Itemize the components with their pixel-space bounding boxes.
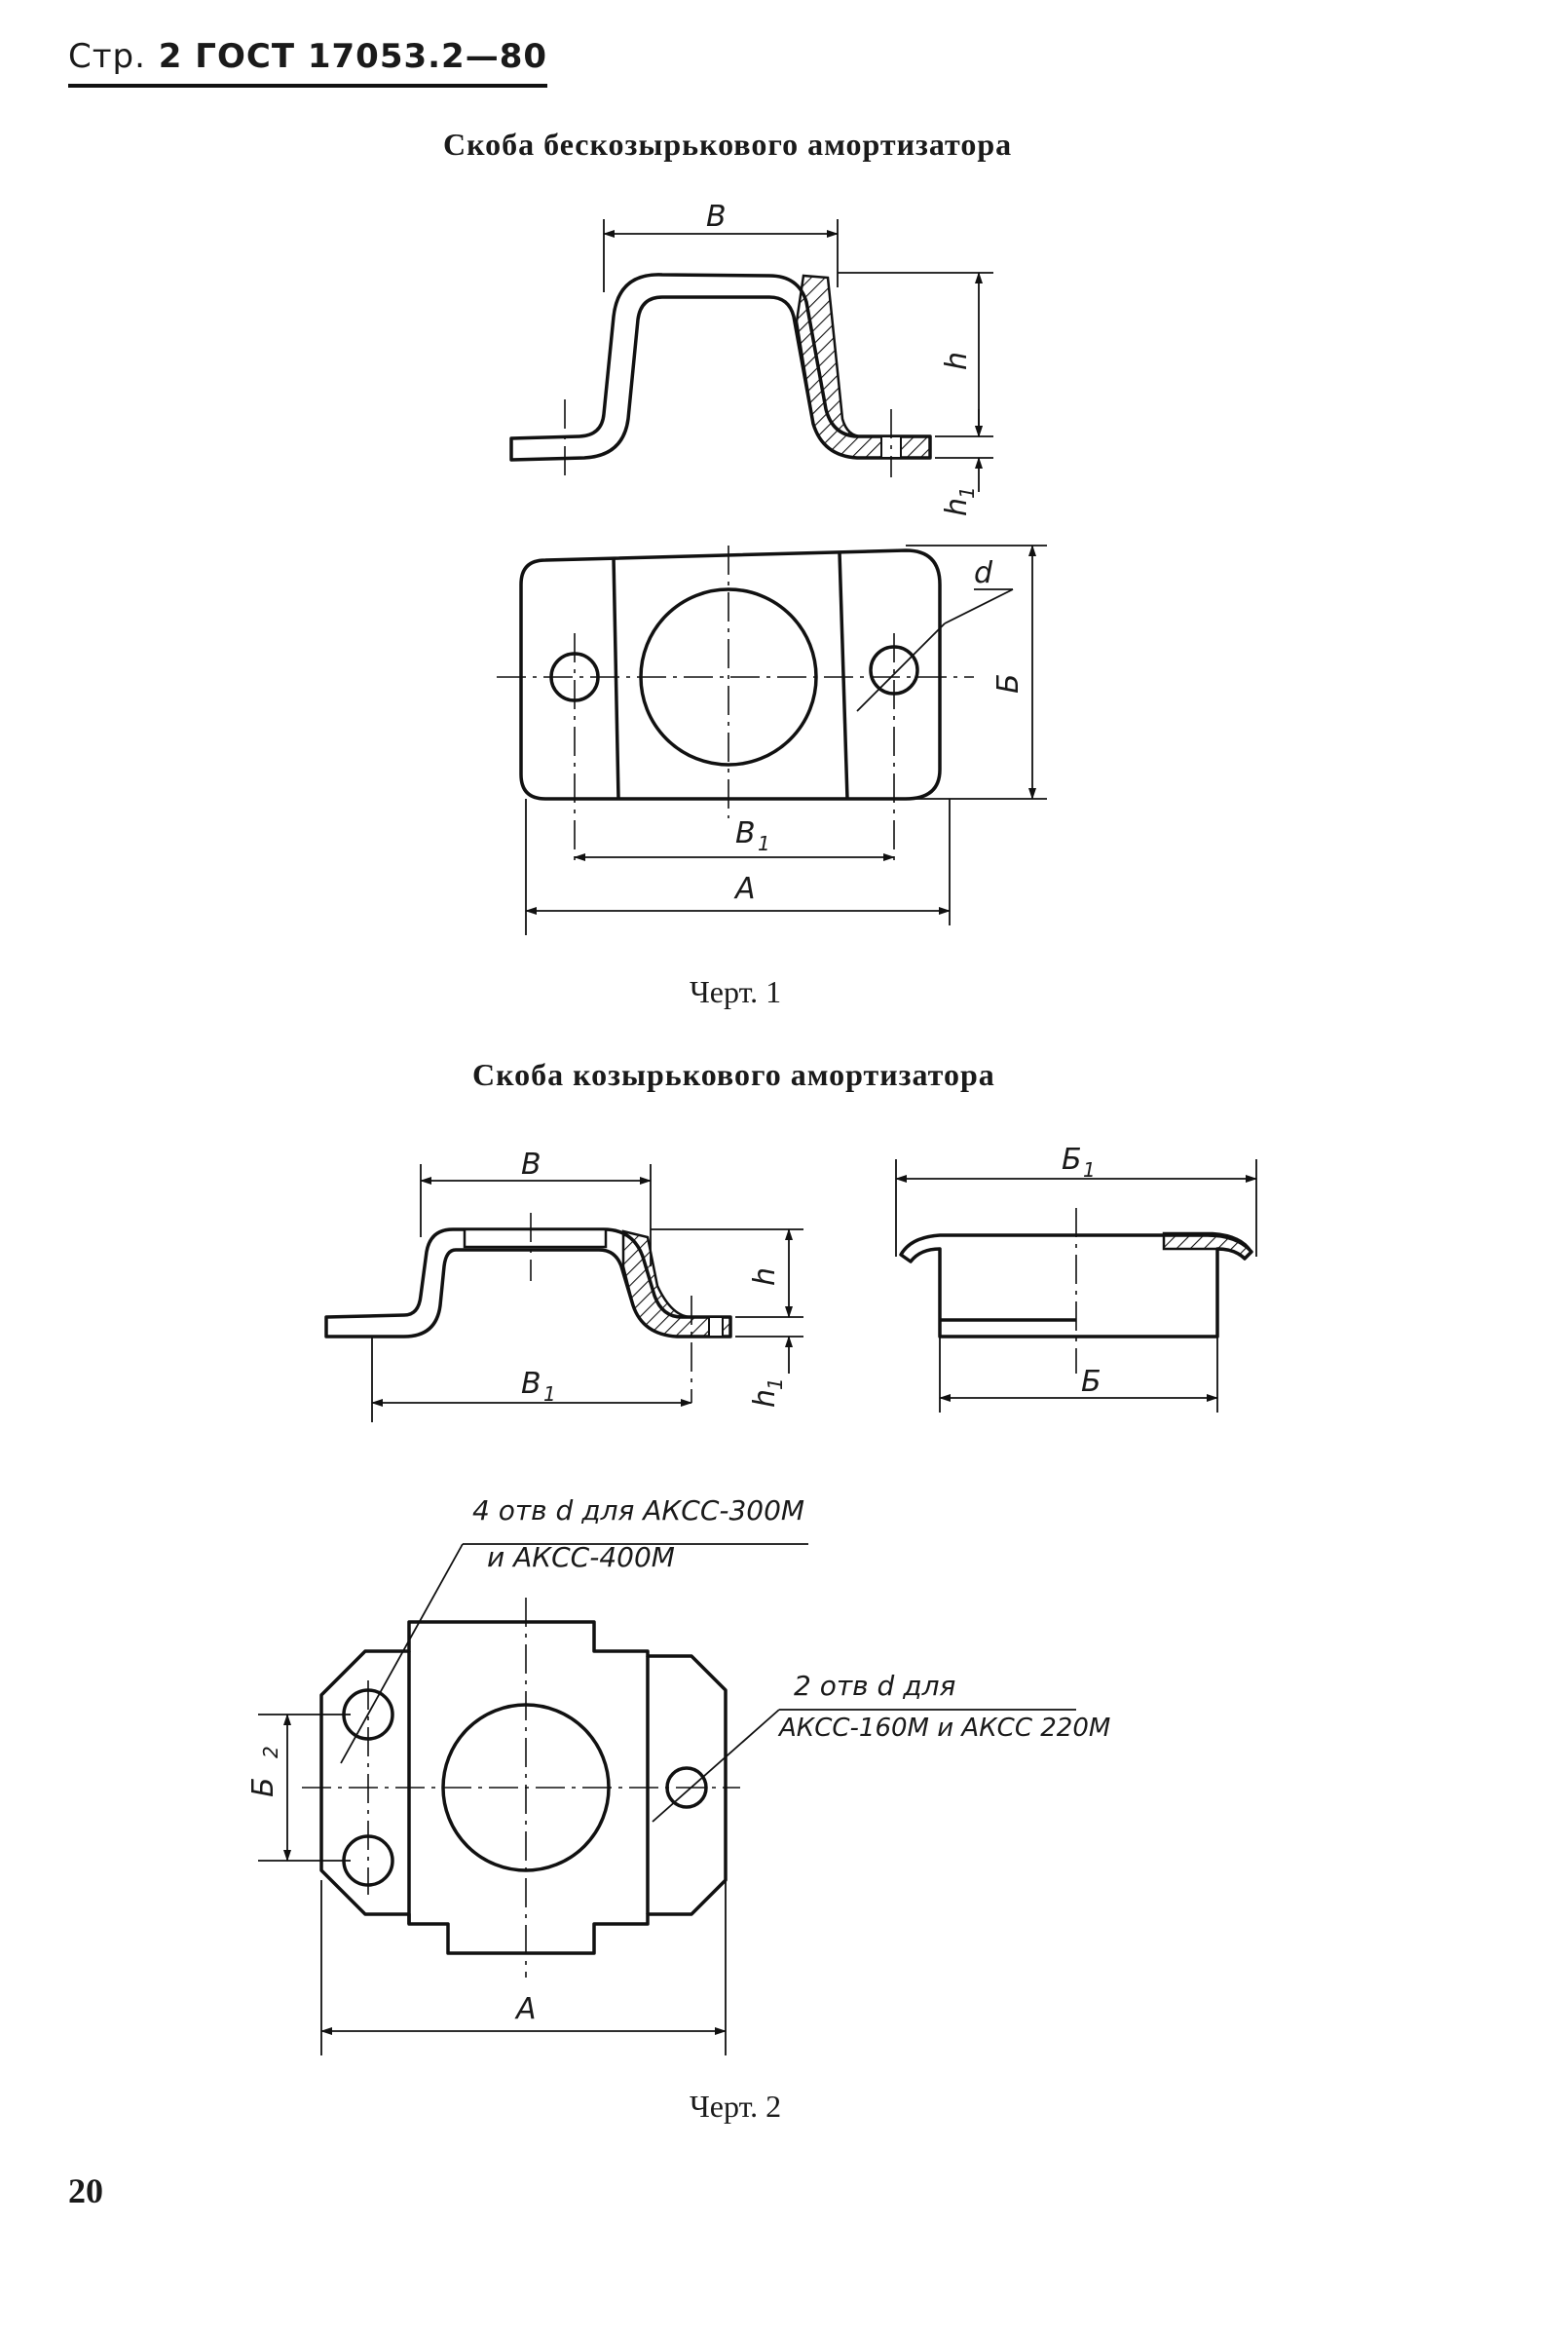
- drawing1-plan-view: [497, 545, 1047, 935]
- dim2-Bb1-label: Б: [1062, 1143, 1082, 1177]
- section2-title: Скоба козырькового амортизатора: [472, 1057, 995, 1092]
- header-prefix: Стр.: [68, 37, 146, 76]
- drawing2-caption: Черт. 2: [690, 2089, 782, 2124]
- note1-line1: 4 отв d для АКСС-300М: [472, 1494, 804, 1527]
- dim-d-label: d: [974, 556, 993, 590]
- drawing2-end-view: [895, 1159, 1257, 1413]
- dim2-B1-label: В: [521, 1367, 541, 1401]
- dim2-B1-sub: 1: [543, 1382, 556, 1406]
- header-page: 2: [158, 37, 183, 76]
- dim-h1-sub: 1: [955, 486, 979, 499]
- dim2-Bb-label: Б: [1081, 1365, 1101, 1399]
- dim2-h1-sub: 1: [764, 1377, 787, 1390]
- note1-line2: и АКСС-400М: [487, 1541, 675, 1573]
- dim2-h-label: h: [748, 1267, 782, 1286]
- dim-B-label: В: [706, 200, 727, 234]
- dim-h1-label: h: [940, 498, 974, 516]
- dim-h-label: h: [940, 352, 974, 370]
- dim2-B-label: В: [521, 1148, 541, 1182]
- drawing1-side-view: [509, 219, 993, 492]
- note2-line2: АКСС-160М и АКСС 220М: [777, 1714, 1110, 1743]
- drawing2-side-view: [324, 1164, 803, 1422]
- section1-title: Скоба бескозырькового амортизатора: [443, 127, 1013, 162]
- dim2-Bb2-label: Б: [246, 1777, 280, 1797]
- dim2-h1-label: h: [748, 1389, 782, 1408]
- note2-line1: 2 отв d для: [794, 1670, 955, 1702]
- drawing1-caption: Черт. 1: [690, 974, 782, 1009]
- dim2-A-label: А: [514, 1992, 537, 2026]
- header-standard: ГОСТ 17053.2—80: [195, 37, 548, 76]
- page-number: 20: [68, 2171, 103, 2210]
- dim-A-label: А: [733, 872, 756, 906]
- dim2-Bb1-sub: 1: [1083, 1158, 1096, 1182]
- drawing2-plan-view: [258, 1543, 1076, 2055]
- dim-B1-label: В: [735, 816, 756, 850]
- page-header: Стр. 2 ГОСТ 17053.2—80: [68, 37, 548, 88]
- dim-B1-sub: 1: [758, 832, 770, 855]
- dim2-Bb2-sub: 2: [259, 1746, 282, 1758]
- dim-Bb-label: Б: [991, 673, 1026, 694]
